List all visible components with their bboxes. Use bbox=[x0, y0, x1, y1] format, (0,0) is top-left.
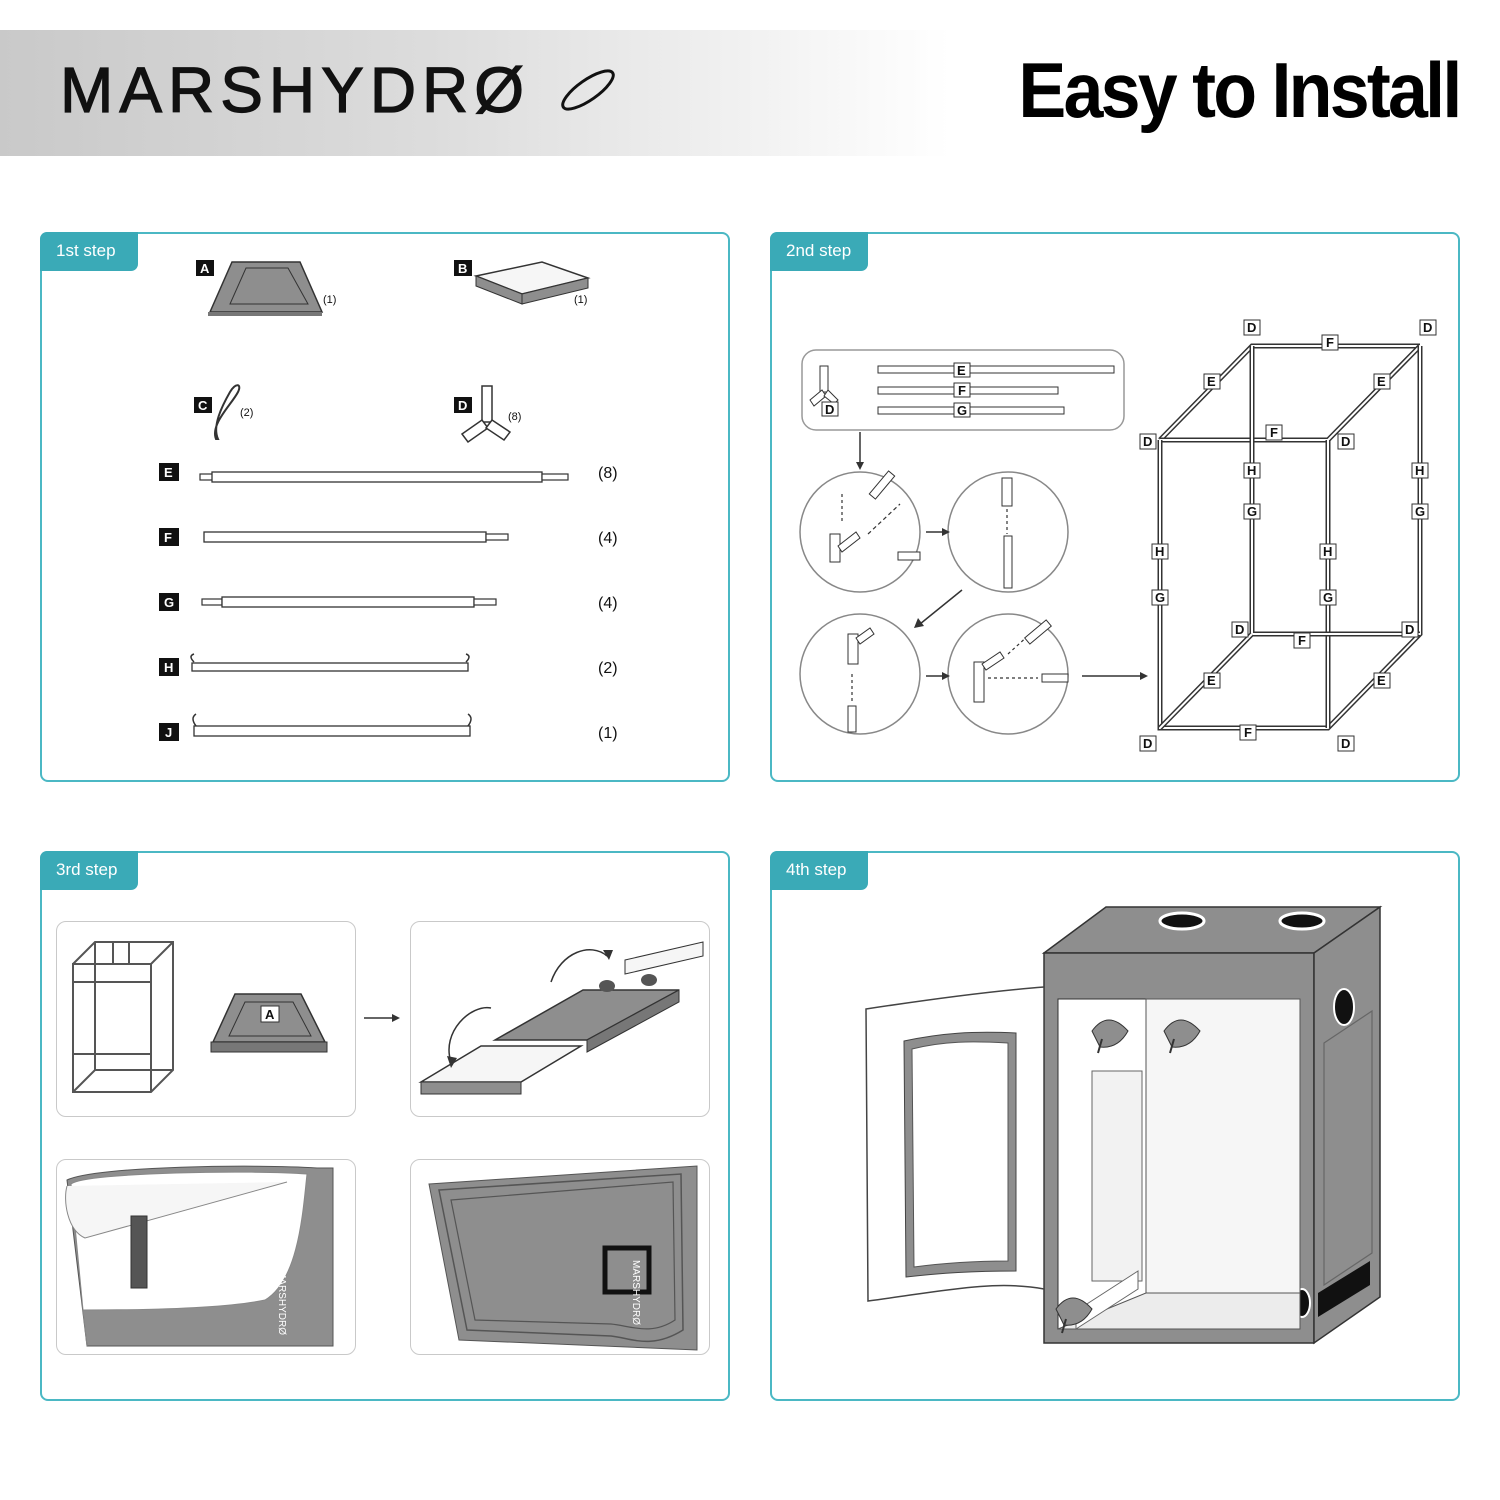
svg-text:(2): (2) bbox=[598, 660, 618, 677]
svg-text:G: G bbox=[957, 403, 967, 418]
svg-text:H: H bbox=[1247, 463, 1256, 478]
svg-text:F: F bbox=[164, 530, 172, 545]
vent-hole-icon bbox=[1158, 911, 1206, 931]
svg-text:F: F bbox=[958, 383, 966, 398]
svg-text:F: F bbox=[1270, 425, 1278, 440]
small-frame-icon bbox=[72, 941, 174, 1093]
svg-text:H: H bbox=[164, 660, 173, 675]
parts-list-diagram: A (1) B (1) C (2) D (8 bbox=[159, 260, 618, 742]
step-4-panel: 4th step bbox=[770, 851, 1460, 1401]
svg-text:A: A bbox=[200, 261, 210, 276]
step-1-panel: 1st step A (1) B (1) C (2) bbox=[40, 232, 730, 782]
svg-text:MARSHYDRØ: MARSHYDRØ bbox=[630, 1260, 641, 1325]
vent-hole-icon bbox=[1278, 911, 1326, 931]
part-j-pole: J (1) bbox=[159, 713, 618, 742]
svg-text:G: G bbox=[164, 595, 174, 610]
svg-text:H: H bbox=[1415, 463, 1424, 478]
side-vent-icon bbox=[1333, 988, 1355, 1026]
svg-text:(1): (1) bbox=[598, 725, 618, 742]
svg-text:MARSHYDRØ: MARSHYDRØ bbox=[276, 1270, 287, 1335]
svg-text:D: D bbox=[1143, 736, 1152, 751]
part-e-pole: E (8) bbox=[159, 463, 618, 483]
part-g-pole: G (4) bbox=[159, 593, 618, 612]
svg-text:G: G bbox=[1323, 590, 1333, 605]
frame-part-labels: D D F E E D D F H G H G H G H G D D F E … bbox=[1139, 319, 1437, 752]
svg-text:B: B bbox=[458, 261, 467, 276]
fabric-top-icon: A bbox=[210, 993, 328, 1053]
svg-text:(4): (4) bbox=[598, 595, 618, 612]
brand-text: MARSHYDRØ bbox=[60, 54, 530, 126]
svg-text:E: E bbox=[1207, 374, 1216, 389]
side-window-icon bbox=[1318, 1261, 1370, 1317]
arrow-right-icon bbox=[364, 1014, 400, 1022]
svg-text:C: C bbox=[198, 398, 208, 413]
header-band bbox=[0, 30, 950, 156]
svg-text:E: E bbox=[1377, 374, 1386, 389]
part-a-fabric: A (1) bbox=[196, 260, 336, 316]
step-4-tab: 4th step bbox=[770, 851, 868, 890]
planet-ring-icon bbox=[561, 69, 615, 111]
svg-text:G: G bbox=[1247, 504, 1257, 519]
svg-text:J: J bbox=[165, 725, 172, 740]
part-b-tray: B (1) bbox=[454, 260, 591, 306]
brand-logo: MARSHYDRØ bbox=[60, 53, 615, 127]
page-title: Easy to Install bbox=[1018, 46, 1463, 134]
step-3-frame-and-fabric: A bbox=[56, 921, 356, 1117]
svg-text:F: F bbox=[1326, 335, 1334, 350]
svg-text:D: D bbox=[1423, 320, 1432, 335]
svg-text:D: D bbox=[1341, 434, 1350, 449]
svg-text:F: F bbox=[1298, 633, 1306, 648]
svg-text:(1): (1) bbox=[323, 294, 336, 306]
svg-text:D: D bbox=[458, 398, 467, 413]
part-f-pole: F (4) bbox=[159, 528, 618, 547]
connector-detail-circles bbox=[799, 470, 1148, 735]
svg-text:E: E bbox=[1377, 673, 1386, 688]
part-c-strap: C (2) bbox=[194, 384, 253, 440]
svg-text:(8): (8) bbox=[508, 411, 521, 423]
svg-text:E: E bbox=[1207, 673, 1216, 688]
part-d-connector: D (8) bbox=[454, 385, 521, 444]
step-3-cover-frame: MARSHYDRØ bbox=[56, 1159, 356, 1355]
svg-text:D: D bbox=[1235, 622, 1244, 637]
svg-text:(8): (8) bbox=[598, 465, 618, 482]
step-3-panel: 3rd step A bbox=[40, 851, 730, 1401]
finished-tent-diagram bbox=[865, 905, 1383, 1345]
svg-text:E: E bbox=[164, 465, 173, 480]
step-2-tab: 2nd step bbox=[770, 232, 868, 271]
svg-text:(1): (1) bbox=[574, 294, 587, 306]
step-3-unfold-fabric bbox=[410, 921, 710, 1117]
svg-text:D: D bbox=[1143, 434, 1152, 449]
svg-text:E: E bbox=[957, 363, 966, 378]
svg-text:(4): (4) bbox=[598, 530, 618, 547]
svg-text:D: D bbox=[825, 402, 834, 417]
step-1-tab: 1st step bbox=[40, 232, 138, 271]
part-h-pole: H (2) bbox=[159, 653, 618, 677]
svg-text:(2): (2) bbox=[240, 407, 253, 419]
parts-box: D E F G bbox=[801, 349, 1125, 470]
svg-text:D: D bbox=[1405, 622, 1414, 637]
assembled-frame bbox=[1157, 343, 1423, 731]
step-3-tab: 3rd step bbox=[40, 851, 138, 890]
svg-text:D: D bbox=[1247, 320, 1256, 335]
svg-text:A: A bbox=[265, 1007, 275, 1022]
svg-text:G: G bbox=[1155, 590, 1165, 605]
step-3-zip-fabric: MARSHYDRØ bbox=[410, 1159, 710, 1355]
svg-text:G: G bbox=[1415, 504, 1425, 519]
step-2-panel: 2nd step D E F G bbox=[770, 232, 1460, 782]
svg-text:H: H bbox=[1323, 544, 1332, 559]
svg-text:H: H bbox=[1155, 544, 1164, 559]
svg-text:D: D bbox=[1341, 736, 1350, 751]
frame-assembly-diagram: D E F G bbox=[799, 319, 1437, 752]
svg-text:F: F bbox=[1244, 725, 1252, 740]
